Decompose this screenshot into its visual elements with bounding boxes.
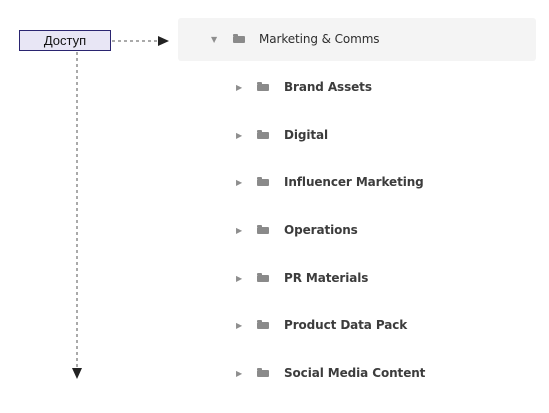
arrowhead-down-icon <box>72 368 82 379</box>
tree-item-pr-materials[interactable]: ▶ PR Materials <box>178 264 536 294</box>
tree-item-label: Social Media Content <box>284 366 426 380</box>
caret-right-icon[interactable]: ▶ <box>236 321 243 330</box>
folder-icon <box>257 130 269 139</box>
tree-item-operations[interactable]: ▶ Operations <box>178 216 536 246</box>
tree-item-brand-assets[interactable]: ▶ Brand Assets <box>178 73 536 103</box>
tree-item-label: PR Materials <box>284 271 369 285</box>
caret-right-icon[interactable]: ▶ <box>236 274 243 283</box>
access-label-box: Доступ <box>19 30 111 51</box>
tree-item-label: Digital <box>284 128 329 142</box>
caret-down-icon[interactable]: ▼ <box>211 35 218 44</box>
tree-item-label: Brand Assets <box>284 80 372 94</box>
tree-item-product-data-pack[interactable]: ▶ Product Data Pack <box>178 311 536 341</box>
tree-item-influencer-marketing[interactable]: ▶ Influencer Marketing <box>178 168 536 198</box>
tree-item-label: Influencer Marketing <box>284 175 424 189</box>
tree-item-social-media-content[interactable]: ▶ Social Media Content <box>178 359 536 389</box>
caret-right-icon[interactable]: ▶ <box>236 83 243 92</box>
arrowhead-right-icon <box>158 36 169 46</box>
folder-icon <box>257 177 269 186</box>
tree-item-label: Product Data Pack <box>284 318 408 332</box>
caret-right-icon[interactable]: ▶ <box>236 369 243 378</box>
caret-right-icon[interactable]: ▶ <box>236 131 243 140</box>
folder-icon <box>257 82 269 91</box>
tree-root-row[interactable]: ▼ Marketing & Comms <box>178 18 536 61</box>
caret-right-icon[interactable]: ▶ <box>236 178 243 187</box>
tree-root-label: Marketing & Comms <box>259 32 380 46</box>
folder-icon <box>257 320 269 329</box>
tree-item-digital[interactable]: ▶ Digital <box>178 121 536 151</box>
folder-icon <box>257 225 269 234</box>
tree-item-label: Operations <box>284 223 358 237</box>
folder-icon <box>257 273 269 282</box>
folder-icon <box>233 34 245 43</box>
folder-icon <box>257 368 269 377</box>
caret-right-icon[interactable]: ▶ <box>236 226 243 235</box>
